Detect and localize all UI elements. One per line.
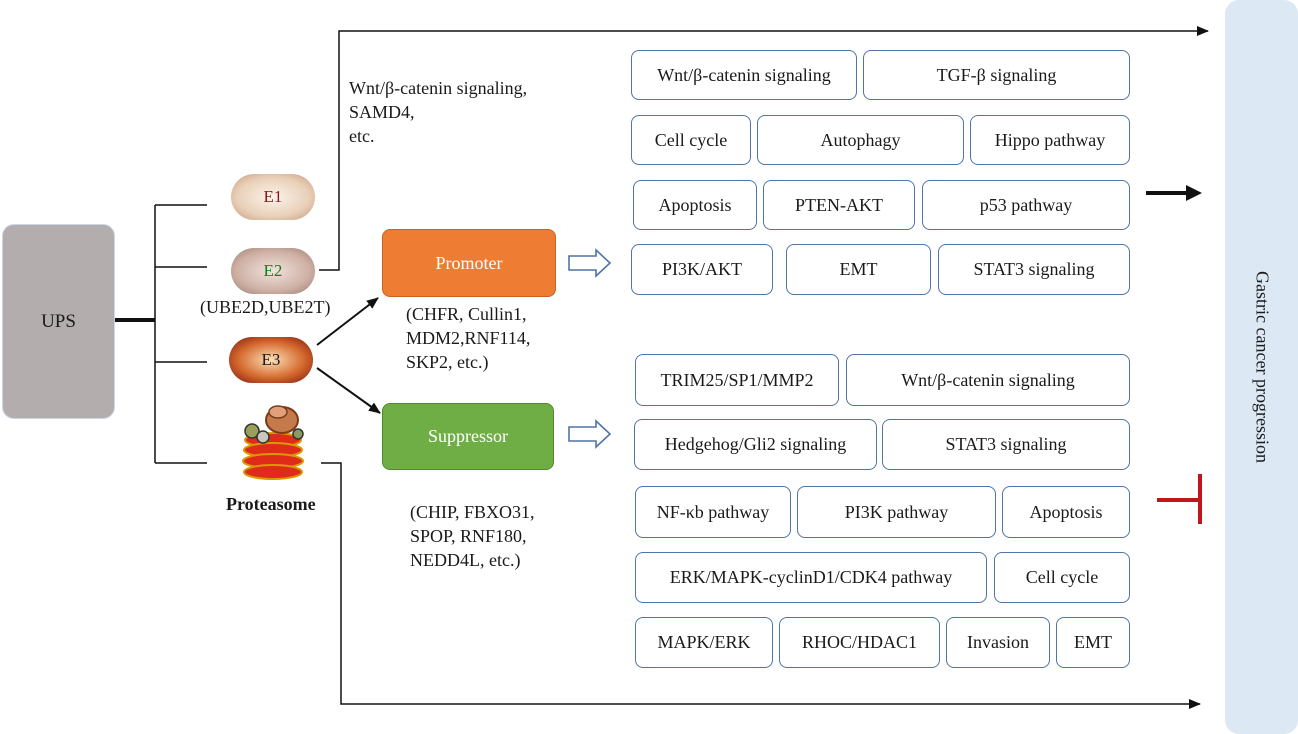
promoter-box: Promoter xyxy=(382,229,556,297)
e3-to-promoter-arrow xyxy=(316,297,379,346)
promoter-list-line: SKP2, etc.) xyxy=(406,352,489,372)
top-label-line: SAMD4, xyxy=(349,102,415,122)
top-label-line: etc. xyxy=(349,126,375,146)
e2-label: E2 xyxy=(263,261,283,280)
promoter-pathway-box: Apoptosis xyxy=(633,180,757,230)
bottom-pathway-arrow xyxy=(321,462,1201,709)
promoter-pathway-box: Cell cycle xyxy=(631,115,751,165)
promoter-label: Promoter xyxy=(435,252,503,273)
promoter-pathway-box: Hippo pathway xyxy=(970,115,1130,165)
promoter-list-line: MDM2,RNF114, xyxy=(406,328,531,348)
suppressor-list: (CHIP, FBXO31, SPOP, RNF180, NEDD4L, etc… xyxy=(410,500,535,572)
suppressor-list-line: NEDD4L, etc.) xyxy=(410,550,521,570)
e3-to-suppressor-arrow xyxy=(316,367,381,414)
suppressor-pathway-box: RHOC/HDAC1 xyxy=(779,617,940,668)
suppressor-pathway-box: Apoptosis xyxy=(1002,486,1130,538)
e1-label: E1 xyxy=(263,187,283,206)
e3-node: E3 xyxy=(229,337,313,383)
suppressor-pathway-box: Cell cycle xyxy=(994,552,1130,603)
promoter-pathway-box: Autophagy xyxy=(757,115,964,165)
top-label-line: Wnt/β-catenin signaling, xyxy=(349,78,528,98)
top-label: Wnt/β-catenin signaling, SAMD4, etc. xyxy=(349,76,527,148)
proteasome-icon xyxy=(242,405,304,480)
promoter-pathway-box: PTEN-AKT xyxy=(763,180,915,230)
suppressor-pathway-box: EMT xyxy=(1056,617,1130,668)
suppressor-pathway-box: Hedgehog/Gli2 signaling xyxy=(634,419,877,470)
promoter-pathway-box: EMT xyxy=(786,244,931,295)
e3-label: E3 xyxy=(261,350,281,369)
suppressor-pathway-box: TRIM25/SP1/MMP2 xyxy=(635,354,839,406)
suppressor-box: Suppressor xyxy=(382,403,554,470)
suppressor-label: Suppressor xyxy=(428,426,508,446)
suppressor-list-line: (CHIP, FBXO31, xyxy=(410,502,535,522)
suppressor-pathway-box: NF-κb pathway xyxy=(635,486,791,538)
ups-box: UPS xyxy=(2,224,115,419)
e2-node: E2 xyxy=(231,248,315,294)
outcome-panel xyxy=(1225,0,1298,734)
e1-node: E1 xyxy=(231,174,315,220)
promoter-hollow-arrow xyxy=(568,248,612,278)
e2-subtitle: (UBE2D,UBE2T) xyxy=(200,297,331,317)
promoter-list-line: (CHFR, Cullin1, xyxy=(406,304,527,324)
ups-label: UPS xyxy=(41,310,76,332)
suppressor-list-line: SPOP, RNF180, xyxy=(410,526,527,546)
top-pathway-arrow xyxy=(319,26,1209,271)
suppressor-pathway-box: ERK/MAPK-cyclinD1/CDK4 pathway xyxy=(635,552,987,603)
promoter-pathway-box: p53 pathway xyxy=(922,180,1130,230)
promoter-pathway-box: PI3K/AKT xyxy=(631,244,773,295)
suppressor-hollow-arrow xyxy=(568,419,612,449)
suppressor-pathway-box: Wnt/β-catenin signaling xyxy=(846,354,1130,406)
proteasome-label: Proteasome xyxy=(226,494,316,514)
suppressor-pathway-box: PI3K pathway xyxy=(797,486,996,538)
suppressor-pathway-box: Invasion xyxy=(946,617,1050,668)
suppressor-pathway-box: MAPK/ERK xyxy=(635,617,773,668)
promoter-list: (CHFR, Cullin1, MDM2,RNF114, SKP2, etc.) xyxy=(406,302,530,374)
suppressor-pathway-box: STAT3 signaling xyxy=(882,419,1130,470)
promoter-pathway-box: STAT3 signaling xyxy=(938,244,1130,295)
outcome-label: Gastric cancer progression xyxy=(1252,271,1273,463)
promoter-pathway-box: Wnt/β-catenin signaling xyxy=(631,50,857,100)
promoter-pathway-box: TGF-β signaling xyxy=(863,50,1130,100)
